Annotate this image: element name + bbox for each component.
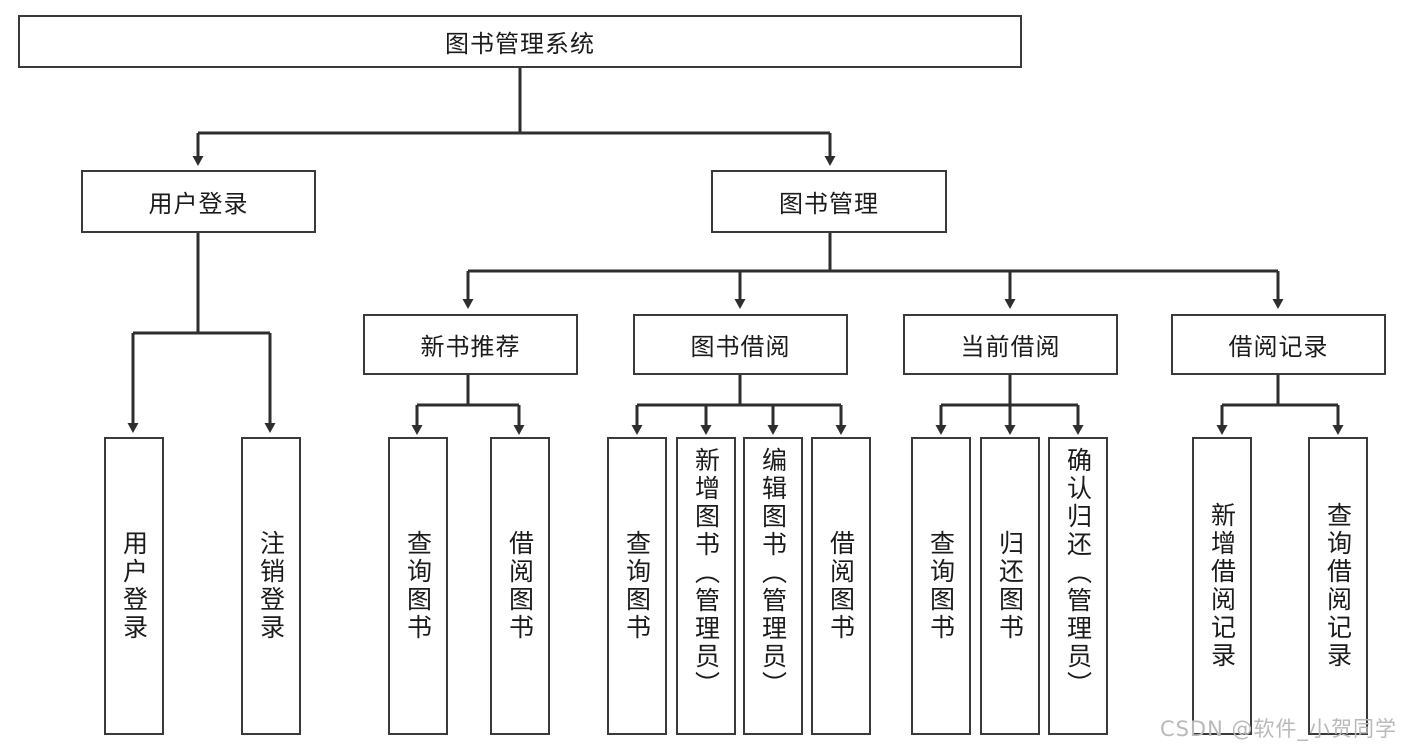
node-label: 查询借阅记录 <box>1323 502 1353 670</box>
node-label: 图书管理系统 <box>445 30 595 58</box>
node-label: 查询图书 <box>926 530 956 642</box>
node-root-system[interactable]: 图书管理系统 <box>18 15 1022 68</box>
leaf-user-logout[interactable]: 注销登录 <box>241 437 301 735</box>
node-label: 查询图书 <box>622 530 652 642</box>
node-label: 查询图书 <box>403 530 433 642</box>
node-label: 注销登录 <box>256 530 286 642</box>
node-label: 借阅图书 <box>826 530 856 642</box>
leaf-borrow-query-book[interactable]: 查询图书 <box>607 437 667 735</box>
leaf-current-query-book[interactable]: 查询图书 <box>911 437 971 735</box>
node-label: 用户登录 <box>119 530 149 642</box>
node-label: 编辑图书（管理员） <box>758 447 788 699</box>
node-label: 当前借阅 <box>960 333 1061 361</box>
leaf-newbook-borrow-book[interactable]: 借阅图书 <box>490 437 550 735</box>
leaf-current-confirm-return-admin[interactable]: 确认归还（管理员） <box>1048 437 1108 735</box>
node-label: 新书推荐 <box>420 333 521 361</box>
node-book-borrow[interactable]: 图书借阅 <box>633 314 848 375</box>
node-label: 图书管理 <box>779 190 879 218</box>
node-label: 新增图书（管理员） <box>691 447 721 699</box>
leaf-borrow-add-book-admin[interactable]: 新增图书（管理员） <box>676 437 736 735</box>
node-label: 新增借阅记录 <box>1207 502 1237 670</box>
leaf-borrow-edit-book-admin[interactable]: 编辑图书（管理员） <box>743 437 803 735</box>
node-label: 确认归还（管理员） <box>1063 447 1093 699</box>
node-label: 图书借阅 <box>690 333 791 361</box>
node-current-borrow[interactable]: 当前借阅 <box>903 314 1118 375</box>
leaf-newbook-query-book[interactable]: 查询图书 <box>388 437 448 735</box>
node-new-book-recommend[interactable]: 新书推荐 <box>363 314 578 375</box>
leaf-records-add-record[interactable]: 新增借阅记录 <box>1192 437 1252 735</box>
leaf-user-login[interactable]: 用户登录 <box>104 437 164 735</box>
node-book-management[interactable]: 图书管理 <box>711 170 947 233</box>
node-label: 借阅记录 <box>1228 333 1329 361</box>
node-label: 归还图书 <box>995 530 1025 642</box>
leaf-borrow-borrow-book[interactable]: 借阅图书 <box>811 437 871 735</box>
node-label: 用户登录 <box>148 190 249 218</box>
node-label: 借阅图书 <box>505 530 535 642</box>
leaf-current-return-book[interactable]: 归还图书 <box>980 437 1040 735</box>
leaf-records-query-record[interactable]: 查询借阅记录 <box>1308 437 1368 735</box>
node-borrow-records[interactable]: 借阅记录 <box>1171 314 1386 375</box>
node-user-login[interactable]: 用户登录 <box>81 170 316 233</box>
